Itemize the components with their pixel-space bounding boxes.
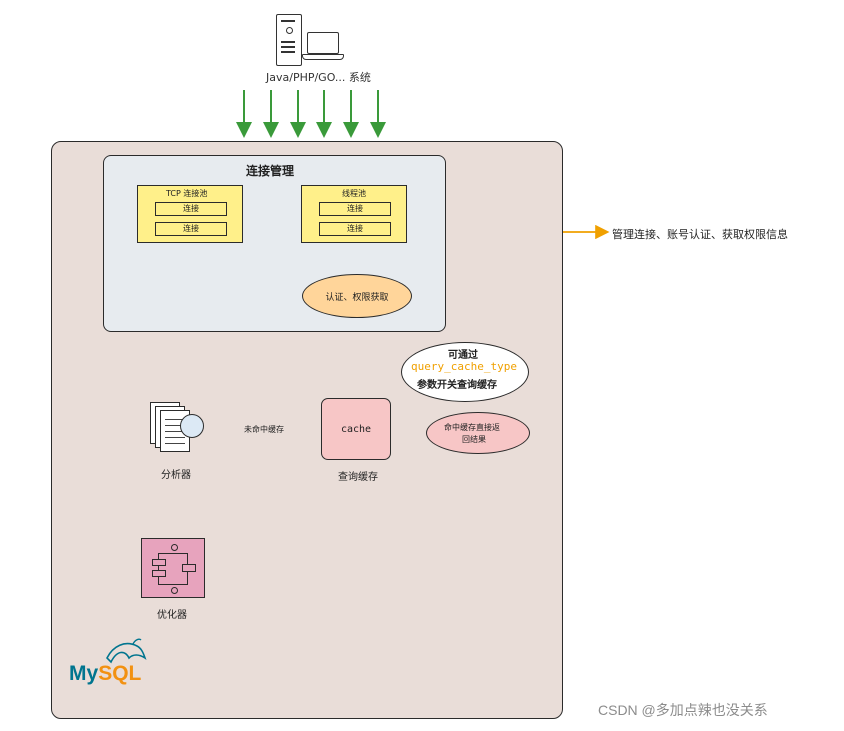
doc-line [165, 443, 185, 445]
thread-connection: 连接 [319, 202, 391, 216]
document-icon [160, 410, 190, 452]
server-slot [281, 41, 295, 43]
tcp-pool-title: TCP 连接池 [166, 189, 208, 198]
component-pin [171, 587, 178, 594]
cache-node-label: cache [340, 423, 372, 435]
auth-label: 认证、权限获取 [325, 292, 389, 303]
server-slot [281, 20, 295, 22]
clients-label: Java/PHP/GO... 系统 [266, 71, 371, 84]
doc-line [165, 431, 185, 433]
client-arrows [236, 90, 386, 138]
cache-hit-line-2: 回结果 [462, 435, 486, 444]
laptop-icon [307, 32, 339, 54]
component-pin [171, 544, 178, 551]
server-icon [276, 14, 302, 66]
connection-management-note: 管理连接、账号认证、获取权限信息 [612, 228, 788, 241]
component-icon [141, 538, 205, 598]
watermark: CSDN @多加点辣也没关系 [598, 702, 768, 718]
optimizer-label: 优化器 [157, 610, 187, 621]
component-port [152, 559, 166, 566]
cache-caption: 查询缓存 [338, 472, 378, 483]
connection-management-title: 连接管理 [246, 164, 295, 178]
tcp-connection: 连接 [155, 202, 227, 216]
mysql-logo-sql: SQL [98, 662, 142, 685]
mysql-logo-my: My [69, 662, 99, 685]
tcp-connection: 连接 [155, 222, 227, 236]
analyzer-label: 分析器 [161, 470, 191, 481]
thread-connection: 连接 [319, 222, 391, 236]
bubble-line-3: 参数开关查询缓存 [417, 380, 497, 391]
cache-miss-label: 未命中缓存 [244, 425, 284, 434]
bubble-param: query_cache_type [411, 360, 517, 373]
cache-hit-node [426, 412, 530, 454]
component-port [152, 570, 166, 577]
doc-line [165, 425, 185, 427]
cache-hit-line-1: 命中缓存直接返 [444, 423, 500, 432]
auth-node: 认证、权限获取 [302, 274, 412, 318]
server-led [286, 27, 293, 34]
component-port [182, 564, 196, 572]
bubble-line-1: 可通过 [448, 350, 478, 361]
server-slot [281, 46, 295, 48]
dolphin-icon [106, 638, 147, 664]
query-cache-bubble [401, 342, 529, 402]
laptop-base-icon [302, 54, 344, 60]
cache-node: cache [321, 398, 391, 460]
doc-line [165, 419, 185, 421]
doc-line [165, 437, 185, 439]
mysql-logo: MySQL [69, 662, 141, 686]
thread-pool-title: 线程池 [342, 189, 366, 198]
server-slot [281, 51, 295, 53]
magnifier-icon [180, 414, 204, 438]
